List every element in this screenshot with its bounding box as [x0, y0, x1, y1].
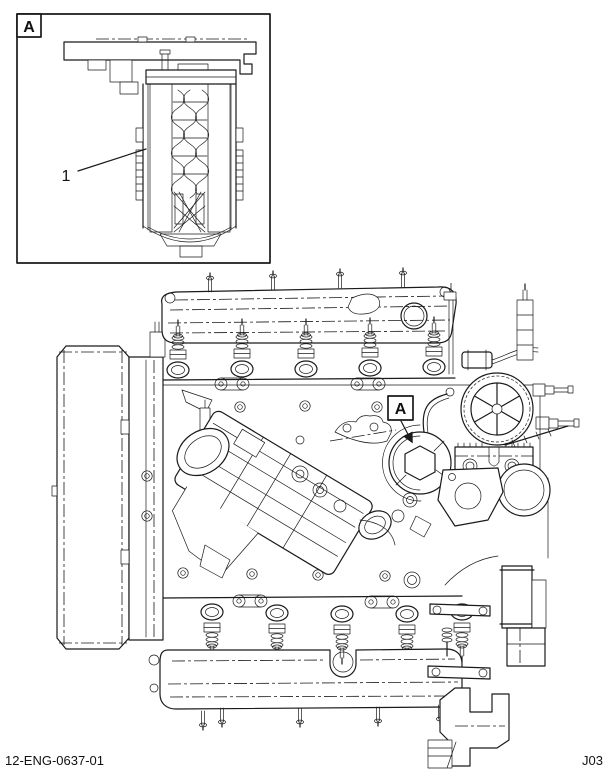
valve-cover-top [161, 267, 457, 344]
coolant-fittings [422, 283, 580, 559]
oil-fill-port [400, 302, 428, 330]
detail-a-callout: A [387, 395, 414, 444]
accessory-bracket [427, 565, 547, 769]
filter-cap-hex [404, 445, 436, 481]
filter-media [170, 89, 210, 199]
engine-mount-foot [439, 687, 510, 767]
inset-detail-view: A [16, 13, 271, 264]
detail-a-arrow [400, 420, 413, 444]
part-1-leader-line [77, 148, 147, 172]
adapter-plate [120, 321, 166, 693]
front-cover-details [391, 463, 551, 586]
exhaust-manifold-boss [334, 415, 392, 444]
filter-bottom-cap [159, 233, 222, 247]
sheet-code: J03 [582, 753, 603, 768]
part-1-label: 1 [62, 168, 71, 185]
engine-assembly-view: A [51, 267, 580, 769]
bypass-valve-spring [173, 191, 206, 233]
detail-a-label-box [387, 395, 414, 421]
oil-filter-cross-section [63, 36, 257, 258]
grooved-pulley [501, 565, 533, 629]
detail-a-label-text: A [395, 401, 407, 418]
filter-mounting-flange [63, 41, 257, 75]
filter-element-wall-left [149, 83, 173, 233]
oil-filter-cap [382, 424, 452, 502]
filter-element-wall-right [207, 83, 231, 233]
breather-boss [347, 293, 381, 315]
figure-id: 12-ENG-0637-01 [5, 753, 104, 768]
flywheel-housing [51, 345, 130, 650]
thread-ticks-left [135, 155, 144, 192]
inset-frame-label: A [16, 13, 42, 38]
crankcase [162, 389, 463, 599]
thread-ticks-right [235, 155, 244, 192]
hp-pump-assembly [172, 410, 397, 579]
valve-cover-bottom [159, 648, 463, 731]
turbo-inlet-ring [176, 427, 230, 477]
inset-frame-label-text: A [23, 19, 35, 36]
part-1-callout: 1 [62, 148, 147, 185]
